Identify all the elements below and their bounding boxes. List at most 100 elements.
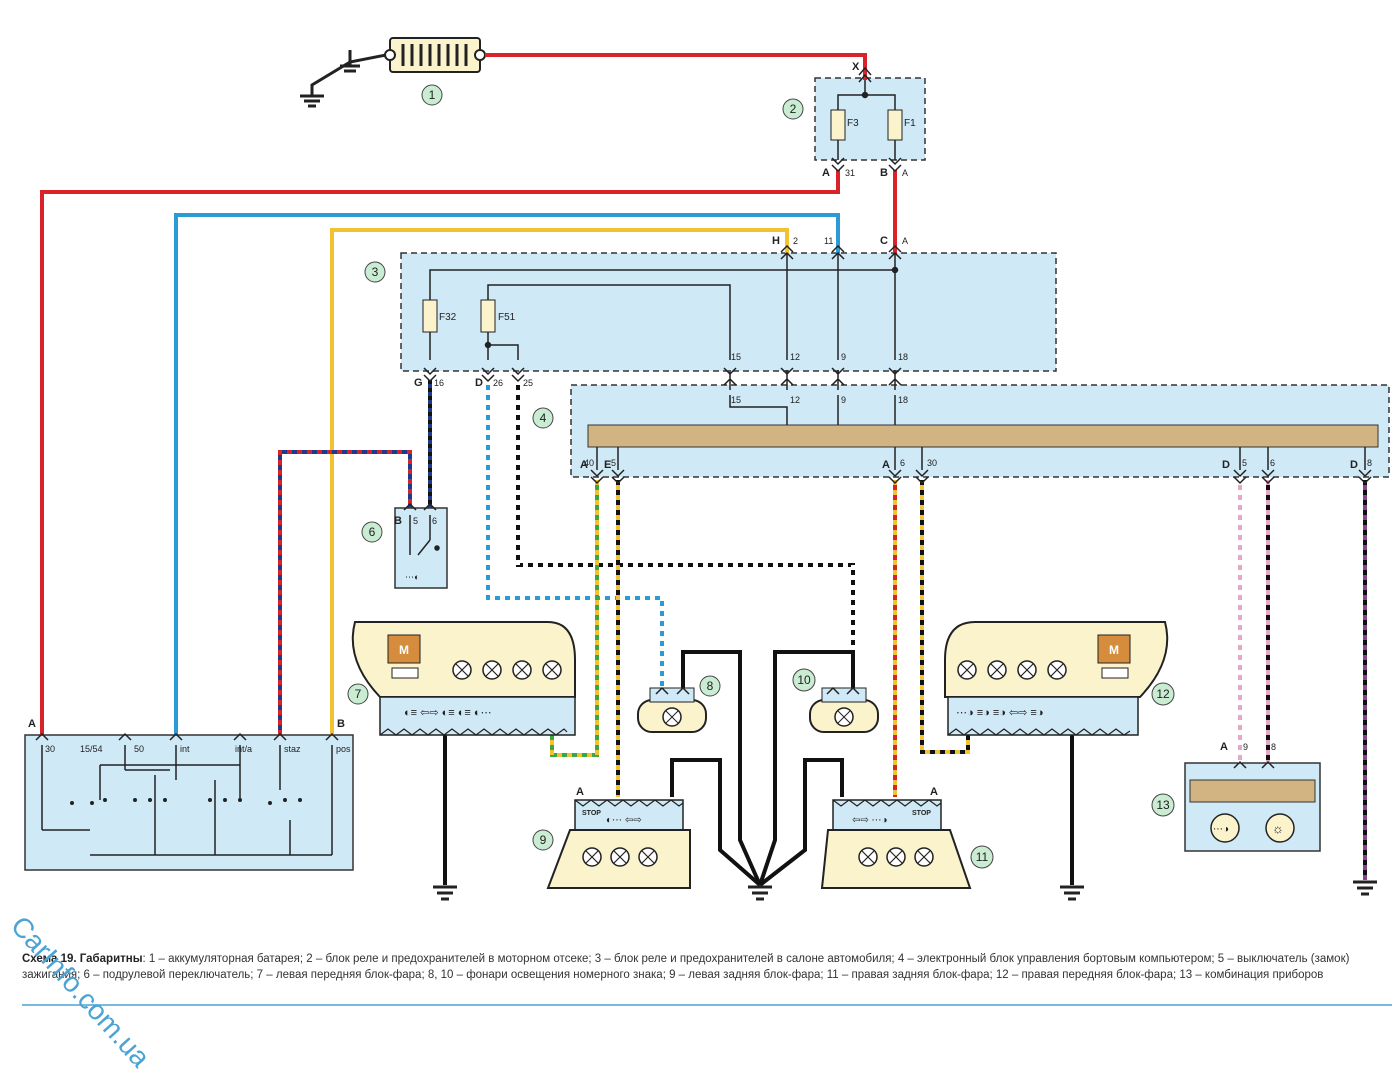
pin-number: 18: [898, 395, 908, 405]
component-label-3: 3: [364, 261, 386, 283]
pin-number: 12: [790, 395, 800, 405]
wire-black: [758, 758, 844, 887]
left-rear-lamp: ◐⋯ ⇦⇨: [546, 799, 691, 889]
module-box-3: [400, 252, 1057, 372]
fuse-f1-label: F1: [904, 118, 916, 129]
pin-label: A: [28, 718, 36, 730]
pin-number: 30: [927, 458, 937, 468]
switch-terminal: staz: [284, 744, 301, 754]
svg-text:⋯◑: ⋯◑: [1213, 824, 1229, 835]
svg-text:13: 13: [1156, 798, 1170, 812]
ignition-switch-box: [24, 734, 354, 871]
wire-black: [670, 758, 762, 887]
svg-text:11: 11: [976, 850, 989, 864]
wire-red: [485, 53, 867, 80]
switch-terminal: 30: [45, 744, 55, 754]
stop-label: STOP: [912, 810, 931, 817]
pin-number: 31: [845, 168, 855, 178]
fuse-f51: [480, 299, 496, 333]
pin-label: A: [822, 167, 830, 179]
ignition-contacts: [41, 745, 333, 856]
switch-terminal: 15/54: [80, 744, 103, 754]
battery: [384, 37, 486, 73]
pin-number: 9: [841, 395, 846, 405]
stalk-switch-contacts: [409, 515, 440, 556]
wire-red: [40, 170, 840, 735]
component-label-1: 1: [421, 84, 443, 106]
pin-number: 16: [434, 378, 444, 388]
svg-text:◐≡ ⇦⇨ ◐≡ ◐≡ ◐⋯: ◐≡ ⇦⇨ ◐≡ ◐≡ ◐⋯: [404, 707, 492, 719]
pin-label: B: [880, 167, 888, 179]
component-label-9: 9: [532, 829, 554, 851]
fuse-f1: [887, 109, 903, 141]
switch-terminal: 50: [134, 744, 144, 754]
pin-number: A: [902, 168, 908, 178]
component-label-11: 11: [970, 845, 994, 869]
pin-number: 9: [841, 352, 846, 362]
svg-text:6: 6: [369, 525, 376, 539]
caption-text: : 1 – аккумуляторная батарея; 2 – блок р…: [22, 953, 1350, 981]
pin-number: 6: [1270, 458, 1275, 468]
pin-label: C: [880, 235, 888, 247]
motor-label: M: [1109, 643, 1119, 657]
pin-label: G: [414, 377, 423, 389]
pin-label: A: [882, 459, 890, 471]
pin-label: B: [337, 718, 345, 730]
right-front-headlamp: ⋯◑ ≡◑ ≡◑ ⇦⇨ ≡◑: [944, 621, 1169, 736]
fuse-f3-label: F3: [847, 118, 859, 129]
svg-text:10: 10: [797, 673, 811, 687]
pin-label: A: [930, 786, 938, 798]
pin-label: A: [576, 786, 584, 798]
wire-black: [758, 650, 855, 886]
svg-text:12: 12: [1156, 687, 1170, 701]
component-label-7: 7: [347, 683, 369, 705]
pin-label: X: [852, 61, 860, 73]
svg-text:9: 9: [540, 833, 547, 847]
svg-text:◐⋯ ⇦⇨: ◐⋯ ⇦⇨: [606, 815, 642, 826]
component-label-13: 13: [1151, 793, 1175, 817]
pin-number: 5: [611, 458, 616, 468]
pin-label: H: [772, 235, 780, 247]
pin-label: D: [475, 377, 483, 389]
pin-number: 18: [898, 352, 908, 362]
svg-text:⋯◐: ⋯◐: [405, 572, 419, 582]
pin-label: D: [1350, 459, 1358, 471]
wire-yellow: [330, 228, 789, 735]
component-label-8: 8: [699, 675, 721, 697]
ground-icon: [433, 885, 457, 901]
svg-text:4: 4: [540, 411, 547, 425]
motor-label: M: [399, 643, 409, 657]
fuse-f51-label: F51: [498, 312, 516, 323]
svg-text:1: 1: [429, 88, 436, 102]
pin-number: 40: [584, 458, 594, 468]
component-label-12: 12: [1151, 682, 1175, 706]
ground-icon: [1060, 885, 1084, 901]
ground-icon: [748, 885, 772, 901]
pin-number: 5: [413, 516, 418, 526]
pin-number: 9: [1243, 742, 1248, 752]
plate-lamp-8: [637, 687, 707, 733]
switch-terminal: int: [180, 744, 190, 754]
switch-terminal: pos: [336, 744, 351, 754]
ground-icon: [1353, 880, 1377, 896]
pin-number: A: [902, 236, 908, 246]
component-label-6: 6: [361, 521, 383, 543]
pin-label: E: [604, 459, 611, 471]
pin-number: 25: [523, 378, 533, 388]
svg-text:8: 8: [707, 679, 714, 693]
stop-label: STOP: [582, 810, 601, 817]
pin-number: 2: [793, 236, 798, 246]
instrument-cluster-box: [1184, 762, 1321, 852]
component-label-4: 4: [532, 407, 554, 429]
pin-number: 8: [1367, 458, 1372, 468]
pin-number: 15: [731, 352, 741, 362]
diagram-caption: Схема 19. Габаритны: 1 – аккумуляторная …: [22, 951, 1392, 983]
cluster-lamps: ⋯◑ ☼: [1210, 813, 1295, 843]
fuse-f32: [422, 299, 438, 333]
svg-text:3: 3: [372, 265, 379, 279]
pin-number: 8: [1271, 742, 1276, 752]
cluster-bar: [1189, 779, 1316, 803]
pin-label: D: [1222, 459, 1230, 471]
pin-label: B: [394, 515, 402, 527]
plate-lamp-10: [809, 687, 879, 733]
